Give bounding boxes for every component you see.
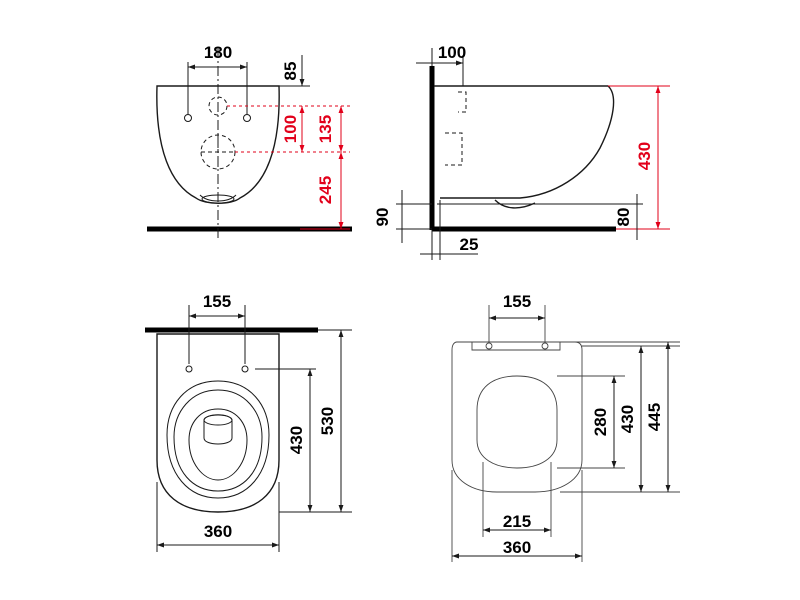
seat-opening [476, 375, 558, 469]
seat-hinge-left [485, 342, 493, 350]
top-dim-430: 430 [287, 426, 306, 454]
seat-dim-445: 445 [645, 403, 664, 431]
top-bowl-ring-outer [166, 380, 270, 499]
side-bowl-outline [434, 85, 615, 199]
side-dim-25: 25 [460, 235, 479, 254]
top-bowl-ring-inner [173, 389, 263, 492]
seat-outline [451, 341, 583, 493]
top-dim-155: 155 [203, 292, 231, 311]
seat-dim-430: 430 [618, 405, 637, 433]
side-dim-100: 100 [438, 43, 466, 62]
side-view: 100 430 90 80 25 [373, 43, 670, 260]
side-dim-430: 430 [635, 142, 654, 170]
front-bolt-hole-left [184, 114, 192, 122]
seat-dim-360: 360 [503, 538, 531, 557]
front-bolt-hole-right [243, 114, 251, 122]
top-dim-530: 530 [318, 407, 337, 435]
top-bolt-hole-left [185, 365, 193, 373]
front-dim-135: 135 [316, 115, 335, 143]
front-dim-180: 180 [204, 43, 232, 62]
side-dim-80: 80 [614, 208, 633, 227]
front-dim-85: 85 [281, 62, 300, 81]
top-view: 155 430 530 360 [145, 292, 352, 552]
top-dim-360: 360 [204, 522, 232, 541]
seat-dim-280: 280 [591, 408, 610, 436]
side-outlet-dashed [445, 132, 463, 166]
seat-hinge-right [541, 342, 549, 350]
top-bolt-hole-right [241, 365, 249, 373]
seat-view: 155 280 430 445 215 360 [451, 292, 680, 562]
seat-hinge-bar [471, 341, 561, 351]
front-view: 180 85 100 135 245 [147, 43, 352, 240]
top-bowl-outline [156, 333, 280, 513]
top-drain [203, 414, 233, 445]
side-inlet-dashed [458, 91, 467, 113]
front-dim-100: 100 [281, 115, 300, 143]
seat-dim-215: 215 [503, 512, 531, 531]
side-dim-90: 90 [373, 208, 392, 227]
top-bowl-basin [188, 408, 248, 481]
seat-dim-155: 155 [503, 292, 531, 311]
front-dim-245: 245 [316, 176, 335, 204]
